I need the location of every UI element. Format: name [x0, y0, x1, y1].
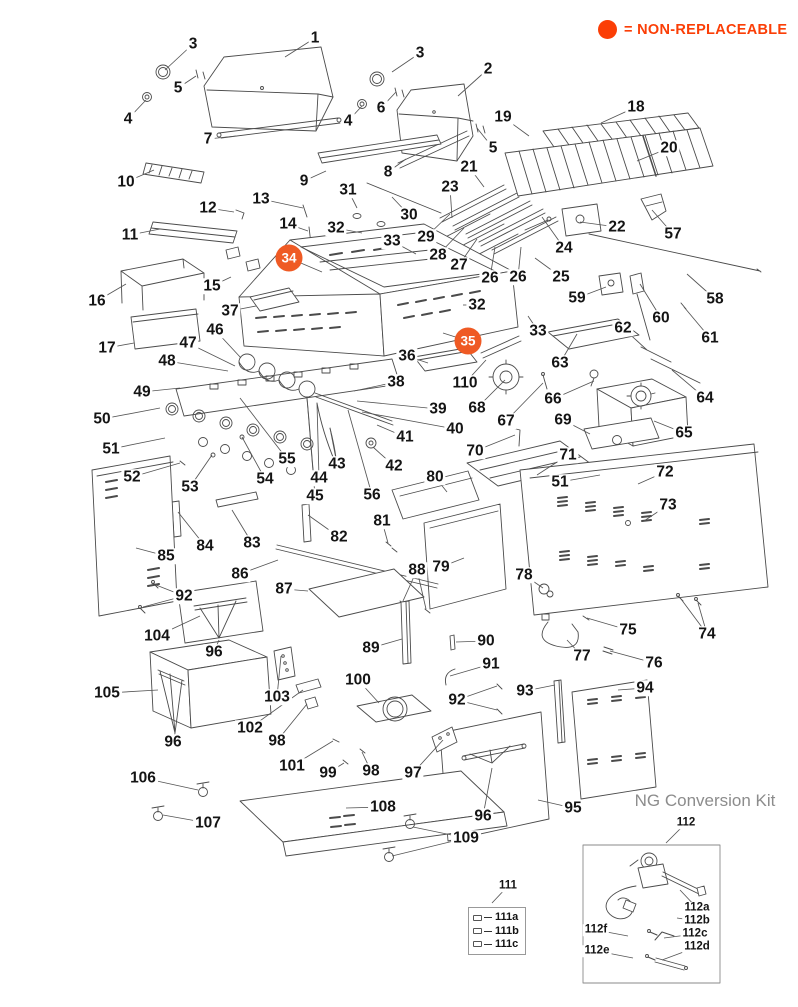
inset-label-111c: 111c [495, 937, 519, 950]
firebox-art [238, 223, 519, 357]
ng-kit-art [582, 844, 721, 984]
inset-label-111a: 111a [495, 911, 519, 924]
inset-row-111a: 111a [473, 912, 521, 923]
mid-right-parts-art [413, 272, 701, 495]
screw-icon [473, 941, 482, 948]
dash-leader [484, 930, 492, 932]
ng-conversion-kit-title: NG Conversion Kit [634, 791, 776, 810]
lid-art [142, 46, 486, 169]
dash-leader [484, 917, 492, 919]
legend-text: = NON-REPLACEABLE [624, 21, 788, 38]
dash-leader [484, 943, 492, 945]
screw-icon [473, 914, 482, 921]
inset-box-111: 111a 111b 111c [468, 907, 526, 955]
inset-row-111b: 111b [473, 924, 521, 937]
screw-icon [473, 928, 482, 934]
caster-icon [151, 781, 417, 862]
inset-label-111b: 111b [495, 924, 519, 937]
upper-left-parts-art [120, 162, 313, 350]
inset-row-111c: 111c [473, 937, 521, 950]
non-replaceable-dot-icon [598, 20, 617, 39]
control-panel-art [165, 353, 401, 481]
cart-panels-art [91, 443, 769, 800]
legend: = NON-REPLACEABLE [598, 20, 787, 39]
